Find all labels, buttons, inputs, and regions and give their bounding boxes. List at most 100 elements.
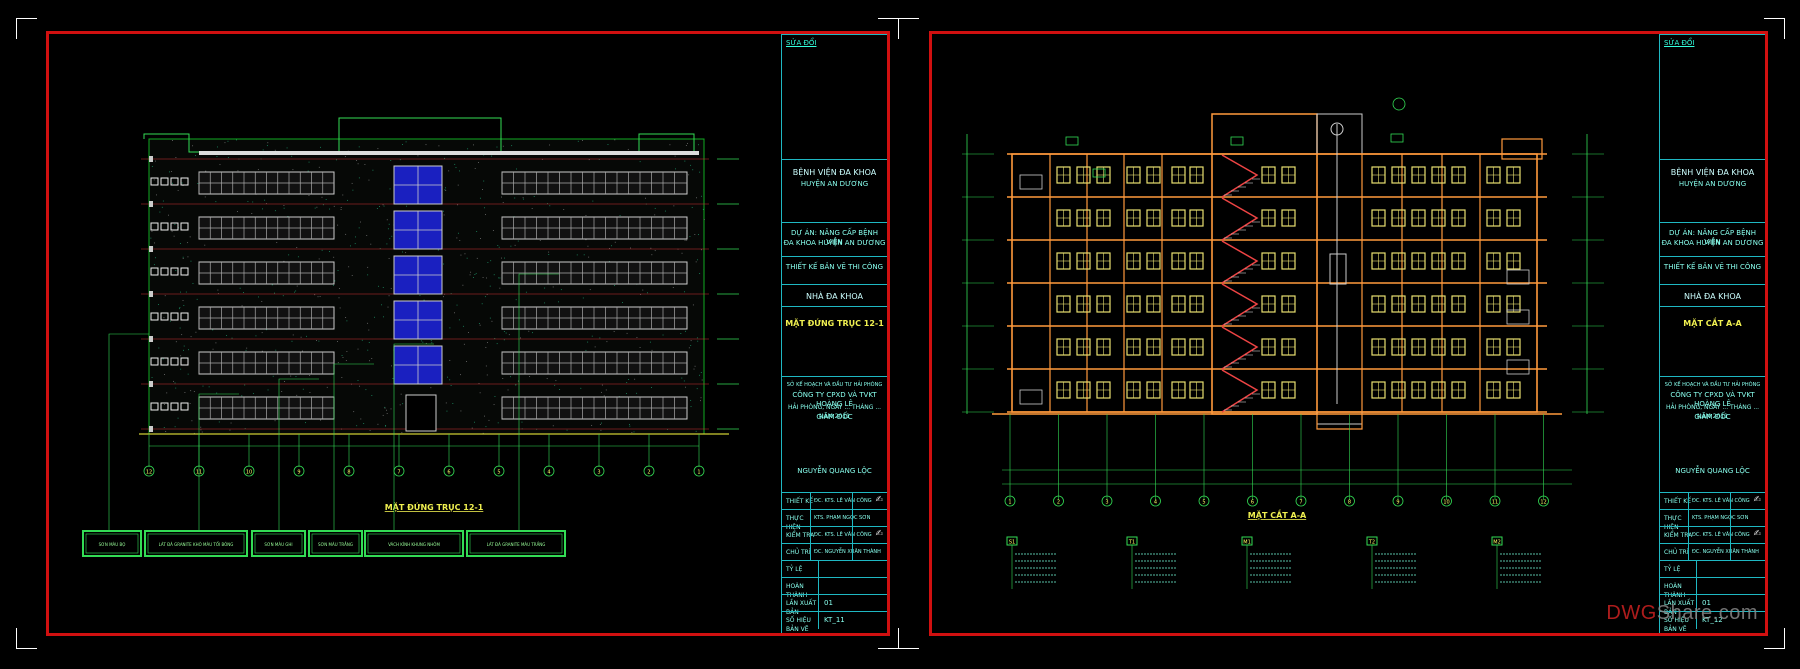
stipple-dot [693, 305, 694, 306]
stipple-dot [174, 236, 175, 237]
stipple-dot [670, 144, 671, 145]
stipple-dot [314, 294, 315, 295]
stipple-dot [595, 346, 596, 347]
stipple-dot [450, 327, 451, 328]
stipple-dot [309, 195, 310, 196]
stipple-dot [694, 234, 695, 235]
stipple-dot [337, 225, 338, 226]
drawing-caption: MẶT ĐỨNG TRỤC 12-1 [385, 501, 484, 512]
stipple-dot [418, 155, 419, 156]
signature-icon: ✍ [875, 529, 883, 539]
stipple-dot [461, 255, 462, 256]
stipple-dot [175, 270, 176, 271]
stipple-dot [319, 259, 320, 260]
stipple-dot [700, 400, 701, 401]
stipple-dot [369, 180, 370, 181]
stipple-dot [601, 423, 602, 424]
legend-text: SƠN MÀU BỌ [99, 542, 126, 547]
stipple-dot [194, 391, 195, 392]
stipple-dot [339, 297, 340, 298]
stipple-dot [165, 431, 166, 432]
stipple-dot [209, 386, 210, 387]
stipple-dot [692, 169, 693, 170]
stipple-dot [295, 291, 296, 292]
stipple-dot [523, 199, 524, 200]
stipple-dot [696, 197, 697, 198]
stipple-dot [445, 187, 446, 188]
stipple-dot [584, 254, 585, 255]
stipple-dot [237, 211, 238, 212]
stipple-dot [470, 274, 471, 275]
stipple-dot [258, 297, 259, 298]
stipple-dot [511, 246, 512, 247]
stipple-dot [487, 375, 488, 376]
axis-label: 7 [1299, 500, 1302, 506]
stipple-dot [318, 296, 319, 297]
stipple-dot [179, 308, 180, 309]
axis-label: 3 [1105, 500, 1108, 506]
stipple-dot [555, 380, 556, 381]
stipple-dot [438, 250, 439, 251]
stipple-dot [178, 418, 179, 419]
stipple-dot [346, 360, 347, 361]
axis-label: 4 [1154, 500, 1157, 506]
stipple-dot [454, 164, 455, 165]
stipple-dot [588, 257, 589, 258]
stipple-dot [175, 426, 176, 427]
stipple-dot [492, 321, 493, 322]
stipple-dot [451, 385, 452, 386]
stipple-dot [336, 159, 337, 160]
scale-row: TỶ LỆ [1660, 560, 1765, 578]
stipple-dot [681, 378, 682, 379]
stipple-dot [385, 426, 386, 427]
legend-text: LÁT ĐÁ GRANITE MÀU TRẮNG [487, 542, 546, 547]
stipple-dot [262, 332, 263, 333]
stipple-dot [510, 376, 511, 377]
stipple-dot [501, 258, 502, 259]
stipple-dot [504, 258, 505, 259]
stipple-dot [244, 385, 245, 386]
stipple-dot [322, 250, 323, 251]
stipple-dot [305, 422, 306, 423]
stipple-dot [651, 387, 652, 388]
stipple-dot [320, 420, 321, 421]
axis-label: 10 [246, 470, 252, 476]
stipple-dot [549, 205, 550, 206]
stipple-dot [480, 392, 481, 393]
stipple-dot [701, 249, 702, 250]
stipple-dot [540, 240, 541, 241]
stipple-dot [431, 342, 432, 343]
stipple-dot [320, 147, 321, 148]
stipple-dot [449, 360, 450, 361]
stipple-dot [369, 360, 370, 361]
level-bracket [149, 156, 153, 162]
stipple-dot [456, 167, 457, 168]
stipple-dot [405, 252, 406, 253]
stipple-dot [287, 148, 288, 149]
stipple-dot [296, 376, 297, 377]
stipple-dot [272, 285, 273, 286]
completed-row: HOÀN THÀNH [782, 577, 887, 595]
stipple-dot [554, 385, 555, 386]
stipple-dot [695, 366, 696, 367]
stipple-dot [627, 333, 628, 334]
stipple-dot [685, 240, 686, 241]
stipple-dot [345, 156, 346, 157]
role-row: CHỦ TRÌ ĐC. NGUYỄN XUÂN THÀNH [782, 543, 887, 561]
stipple-dot [424, 300, 425, 301]
stipple-dot [370, 244, 371, 245]
building-name: NHÀ ĐA KHOA [782, 292, 887, 301]
axis-label: 12 [1540, 500, 1546, 506]
stipple-dot [187, 242, 188, 243]
stipple-dot [650, 248, 651, 249]
project-line2: ĐA KHOA HUYỆN AN DƯƠNG [1660, 239, 1765, 248]
stipple-dot [690, 165, 691, 166]
axis-label: 8 [1348, 500, 1351, 506]
stipple-dot [426, 144, 427, 145]
stipple-dot [680, 333, 681, 334]
stipple-dot [217, 147, 218, 148]
director-label: GIÁM ĐỐC [1660, 413, 1765, 422]
stipple-dot [228, 157, 229, 158]
stipple-dot [276, 242, 277, 243]
stipple-dot [490, 286, 491, 287]
